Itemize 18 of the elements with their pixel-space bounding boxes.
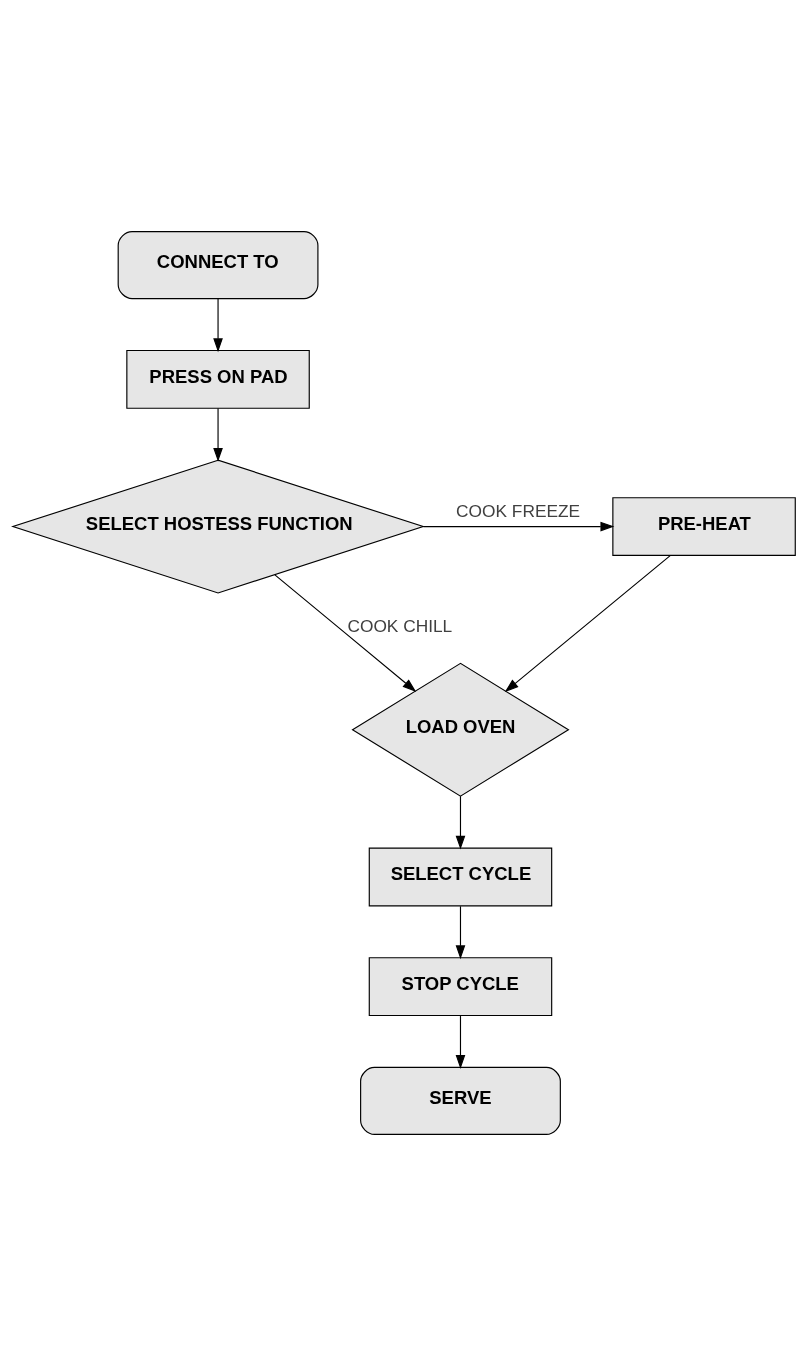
arrow <box>455 905 466 960</box>
node-box: SERVE <box>360 1066 561 1135</box>
node-box: PRESS ON PAD <box>126 349 310 409</box>
arrow <box>455 1015 466 1069</box>
arrow <box>455 795 466 850</box>
node-box: PRE-HEAT <box>612 497 796 556</box>
node-box: SELECT CYCLE <box>368 847 553 907</box>
arrow <box>422 521 615 532</box>
arrow <box>213 407 223 462</box>
node-box: STOP CYCLE <box>368 957 553 1017</box>
node-diamond: LOAD OVEN <box>351 662 570 797</box>
edge-label: COOK FREEZE <box>456 501 581 522</box>
node-diamond: SELECT HOSTESS FUNCTION <box>11 459 426 594</box>
node-box: CONNECT TO <box>117 231 319 300</box>
arrow <box>213 298 223 353</box>
arrow <box>504 555 671 693</box>
arrow <box>274 574 417 692</box>
edge-label: COOK CHILL <box>347 616 453 637</box>
